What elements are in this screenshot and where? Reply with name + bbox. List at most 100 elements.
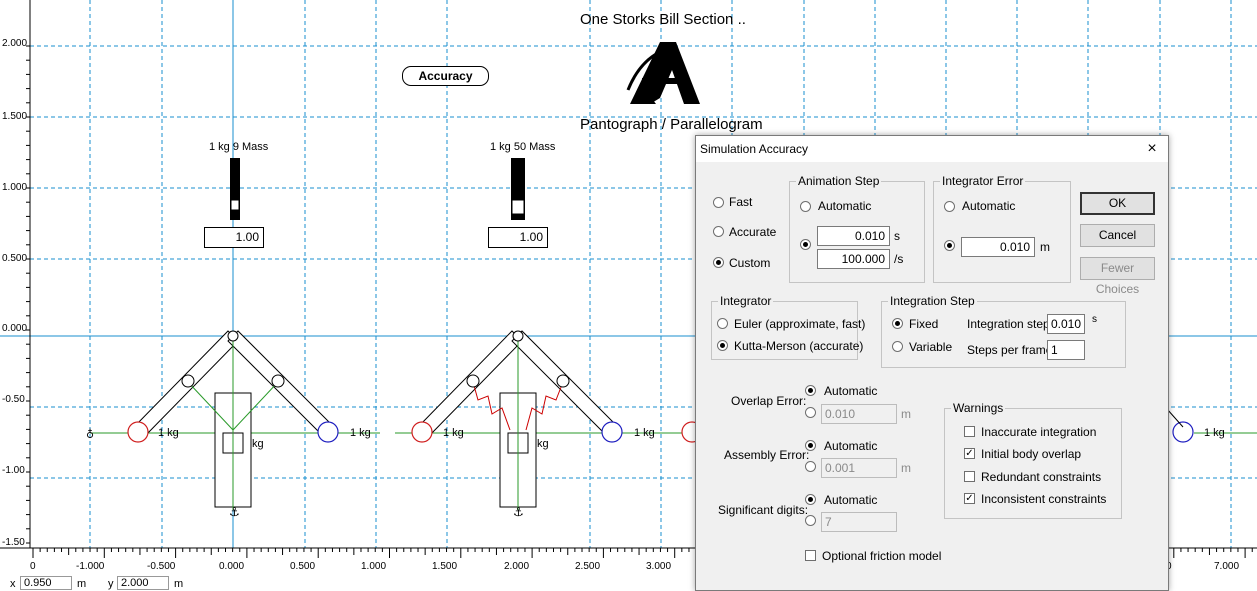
animation-rate-unit: /s xyxy=(894,252,904,266)
inconsistent-constraints-checkbox[interactable]: ✓ xyxy=(964,493,975,504)
simulation-title: One Storks Bill Section .. xyxy=(580,11,746,28)
overlap-error-label: Overlap Error: xyxy=(731,394,807,408)
y-label: -0.50 xyxy=(2,394,25,405)
digits-automatic-label[interactable]: Automatic xyxy=(824,493,878,507)
dialog-title: Simulation Accuracy xyxy=(700,142,809,156)
x-label: -0.500 xyxy=(147,561,176,572)
redundant-constraints-label[interactable]: Redundant constraints xyxy=(981,470,1102,484)
animation-rate-input[interactable]: 100.000 xyxy=(817,249,890,269)
euler-label[interactable]: Euler (approximate, fast) xyxy=(734,317,866,331)
animation-step-unit: s xyxy=(894,229,900,243)
steps-per-frame-input[interactable]: 1 xyxy=(1047,340,1085,360)
overlap-custom-radio[interactable] xyxy=(805,407,816,418)
inaccurate-integration-checkbox[interactable] xyxy=(964,426,975,437)
mass-meter-1[interactable]: 1.00 xyxy=(204,227,264,248)
coord-x-label: x xyxy=(10,578,16,590)
warnings-group: Warnings xyxy=(944,401,1122,519)
integrator-group: Integrator xyxy=(711,294,858,360)
animation-step-group: Animation Step xyxy=(789,174,925,283)
redundant-constraints-checkbox[interactable] xyxy=(964,471,975,482)
simulation-subtitle: Pantograph / Parallelogram xyxy=(580,116,763,133)
assembly-error-unit: m xyxy=(901,461,911,475)
left-ruler-ticks xyxy=(26,45,30,544)
body-label: 1 kg xyxy=(1204,427,1225,439)
fast-label[interactable]: Fast xyxy=(729,195,753,209)
integrator-error-input[interactable]: 0.010 xyxy=(961,237,1035,257)
accurate-label[interactable]: Accurate xyxy=(729,225,777,239)
assembly-automatic-radio[interactable] xyxy=(805,440,816,451)
coord-y-unit: m xyxy=(174,578,184,590)
fast-radio[interactable] xyxy=(713,197,724,208)
assembly-custom-radio[interactable] xyxy=(805,461,816,472)
digits-automatic-radio[interactable] xyxy=(805,494,816,505)
kutta-merson-radio[interactable] xyxy=(717,340,728,351)
variable-label[interactable]: Variable xyxy=(909,340,953,354)
initial-body-overlap-checkbox[interactable]: ✓ xyxy=(964,448,975,459)
simulation-accuracy-dialog: Simulation Accuracy × Fast Accurate Cust… xyxy=(695,135,1169,591)
x-label: 1.000 xyxy=(361,561,387,572)
mass-meter-2[interactable]: 1.00 xyxy=(488,227,548,248)
x-label: 0 xyxy=(30,561,36,572)
digits-custom-radio[interactable] xyxy=(805,515,816,526)
y-label: 0.500 xyxy=(2,253,28,264)
accurate-radio[interactable] xyxy=(713,226,724,237)
body-label: 1 kg xyxy=(350,427,371,439)
body-label: 1 kg xyxy=(443,427,464,439)
x-label: 3.000 xyxy=(646,561,672,572)
close-icon[interactable]: × xyxy=(1147,140,1157,157)
y-label: -1.00 xyxy=(2,465,25,476)
assembly-error-input[interactable]: 0.001 xyxy=(821,458,897,478)
anim-automatic-label[interactable]: Automatic xyxy=(818,199,872,213)
integration-step-input[interactable]: 0.010 xyxy=(1047,314,1085,334)
svg-text:⚓: ⚓ xyxy=(229,505,240,519)
coord-x-field[interactable]: 0.950 xyxy=(20,576,72,590)
friction-model-checkbox[interactable] xyxy=(805,550,816,561)
friction-model-label[interactable]: Optional friction model xyxy=(822,549,942,563)
euler-radio[interactable] xyxy=(717,318,728,329)
body-label: 1 kg xyxy=(158,427,179,439)
anim-automatic-radio[interactable] xyxy=(800,201,811,212)
error-automatic-label[interactable]: Automatic xyxy=(962,199,1016,213)
fewer-choices-button[interactable]: Fewer Choices xyxy=(1080,257,1155,296)
y-label: 1.000 xyxy=(2,182,28,193)
animation-step-input[interactable]: 0.010 xyxy=(817,226,890,246)
overlap-automatic-radio[interactable] xyxy=(805,385,816,396)
significant-digits-input[interactable]: 7 xyxy=(821,512,897,532)
x-label: 0.500 xyxy=(290,561,316,572)
accuracy-button[interactable]: Accuracy xyxy=(402,66,489,86)
x-label: 0.000 xyxy=(219,561,245,572)
x-label: 2.500 xyxy=(575,561,601,572)
assembly-automatic-label[interactable]: Automatic xyxy=(824,439,878,453)
error-automatic-radio[interactable] xyxy=(944,201,955,212)
inaccurate-integration-label[interactable]: Inaccurate integration xyxy=(981,425,1097,439)
error-custom-radio[interactable] xyxy=(944,240,955,251)
inconsistent-constraints-label[interactable]: Inconsistent constraints xyxy=(981,492,1107,506)
integration-step-unit: s xyxy=(1092,314,1097,325)
integrator-error-unit: m xyxy=(1040,240,1050,254)
y-label: -1.50 xyxy=(2,537,25,548)
svg-text:♁: ♁ xyxy=(86,428,94,441)
variable-radio[interactable] xyxy=(892,341,903,352)
kutta-merson-label[interactable]: Kutta-Merson (accurate) xyxy=(734,339,864,353)
anim-custom-radio[interactable] xyxy=(800,239,811,250)
ok-button[interactable]: OK xyxy=(1080,192,1155,215)
overlap-error-input[interactable]: 0.010 xyxy=(821,404,897,424)
fixed-label[interactable]: Fixed xyxy=(909,317,939,331)
mass-label-1: 1 kg 9 Mass xyxy=(209,141,269,153)
custom-label[interactable]: Custom xyxy=(729,256,771,270)
coord-x-unit: m xyxy=(77,578,87,590)
integrator-error-title: Integrator Error xyxy=(940,174,1026,188)
pantograph-1: ⚓ ♁ xyxy=(86,158,380,519)
fixed-radio[interactable] xyxy=(892,318,903,329)
custom-radio[interactable] xyxy=(713,257,724,268)
overlap-automatic-label[interactable]: Automatic xyxy=(824,384,878,398)
integration-step-label: Integration step: xyxy=(967,317,1054,331)
dialog-titlebar[interactable]: Simulation Accuracy × xyxy=(696,136,1168,162)
coord-y-field[interactable]: 2.000 xyxy=(117,576,169,590)
pantograph-2: ⚓ xyxy=(395,158,695,519)
animation-step-title: Animation Step xyxy=(796,174,882,188)
initial-body-overlap-label[interactable]: Initial body overlap xyxy=(981,447,1082,461)
overlap-error-unit: m xyxy=(901,407,911,421)
cancel-button[interactable]: Cancel xyxy=(1080,224,1155,247)
significant-digits-label: Significant digits: xyxy=(718,503,809,517)
